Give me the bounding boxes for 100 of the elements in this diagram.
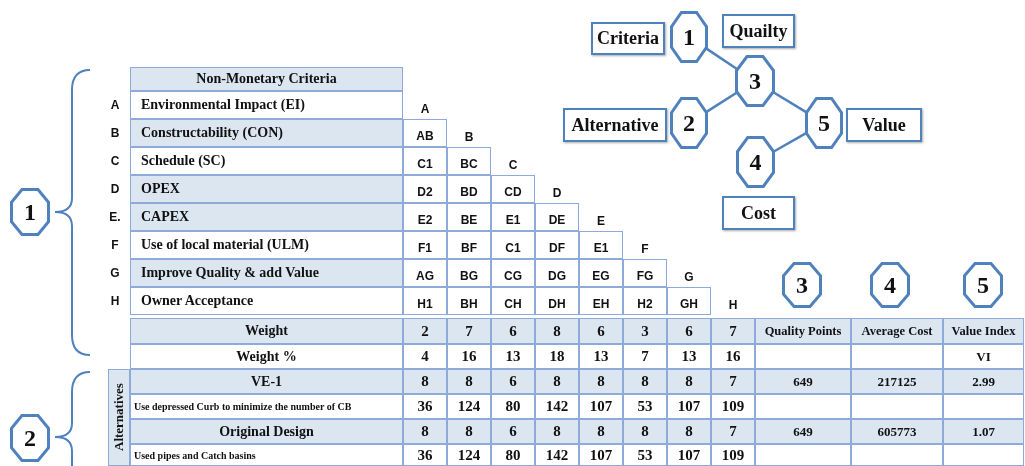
table-cell: FG	[623, 259, 667, 287]
side-header-cell: Alternatives	[108, 369, 130, 466]
row-letter: C	[109, 153, 121, 170]
table-cell: EH	[579, 287, 623, 315]
octagon-badge	[10, 414, 50, 462]
table-cell: 7	[711, 369, 755, 394]
table-cell: BE	[447, 203, 491, 231]
badge-number: 1	[24, 198, 36, 226]
table-cell: DH	[535, 287, 579, 315]
table-cell: DG	[535, 259, 579, 287]
badge-number: 4	[749, 148, 762, 176]
table-cell: 2.99	[943, 369, 1024, 394]
table-cell: Quality Points	[755, 318, 851, 344]
row-letter: B	[109, 125, 121, 142]
table-cell: 53	[623, 444, 667, 466]
badge-number: 2	[683, 109, 695, 137]
table-cell: 107	[667, 444, 711, 466]
table-cell: Value Index	[943, 318, 1024, 344]
criterion-cell: Constructability (CON)	[130, 119, 403, 147]
table-cell: 107	[579, 444, 623, 466]
table-cell: 53	[623, 394, 667, 419]
badge-number: 1	[683, 23, 695, 51]
table-cell: 8	[403, 419, 447, 444]
table-cell: 4	[403, 344, 447, 369]
table-cell: F1	[403, 231, 447, 259]
table-cell: 124	[447, 394, 491, 419]
box-label: Alternative	[571, 114, 659, 136]
table-cell: 8	[623, 369, 667, 394]
table-cell: BG	[447, 259, 491, 287]
row-letter: G	[109, 265, 121, 282]
table-cell: 8	[403, 369, 447, 394]
table-cell: AG	[403, 259, 447, 287]
table-cell: 13	[667, 344, 711, 369]
table-cell: 13	[579, 344, 623, 369]
row-header-cell: VE-1	[130, 369, 403, 394]
criterion-cell: Owner Acceptance	[130, 287, 403, 315]
column-letter: F	[640, 241, 650, 258]
octagon-badge	[805, 97, 843, 149]
table-cell: 8	[579, 419, 623, 444]
table-cell: 124	[447, 444, 491, 466]
octagon-badge	[870, 262, 910, 308]
column-letter: E	[596, 213, 606, 230]
table-cell: E1	[491, 203, 535, 231]
table-cell: E1	[579, 231, 623, 259]
badge-number: 3	[749, 67, 761, 95]
table-cell: 109	[711, 394, 755, 419]
table-cell: BF	[447, 231, 491, 259]
table-cell: BC	[447, 147, 491, 175]
table-cell: 142	[535, 394, 579, 419]
connector-line	[772, 131, 808, 153]
badge-number: 2	[24, 424, 36, 452]
criterion-cell: Improve Quality & add Value	[130, 259, 403, 287]
row-header-cell: Used pipes and Catch basins	[130, 444, 403, 466]
connector-line	[772, 91, 808, 114]
row-letter: H	[109, 293, 121, 310]
table-cell: 80	[491, 394, 535, 419]
table-cell: C1	[491, 231, 535, 259]
table-cell: 8	[623, 419, 667, 444]
box-label: Value	[862, 114, 906, 136]
table-cell: 142	[535, 444, 579, 466]
table-cell: BD	[447, 175, 491, 203]
table-cell: 8	[667, 419, 711, 444]
table-cell: 8	[579, 369, 623, 394]
column-letter: A	[419, 101, 431, 118]
label-box	[563, 108, 667, 142]
table-cell: Average Cost	[851, 318, 943, 344]
table-cell: 2	[403, 318, 447, 344]
badge-number: 5	[977, 271, 989, 299]
table-cell: E2	[403, 203, 447, 231]
table-cell: 16	[447, 344, 491, 369]
table-cell: 7	[623, 344, 667, 369]
label-box	[591, 22, 665, 55]
column-letter: C	[507, 157, 519, 174]
table-cell: 8	[535, 318, 579, 344]
badge-number: 3	[796, 271, 808, 299]
table-cell: 8	[535, 419, 579, 444]
row-letter: E.	[108, 209, 122, 226]
table-cell: 6	[491, 419, 535, 444]
table-cell: C1	[403, 147, 447, 175]
table-cell: 649	[755, 369, 851, 394]
table-cell: 6	[491, 369, 535, 394]
table-cell: DF	[535, 231, 579, 259]
table-cell: 7	[711, 419, 755, 444]
connector-line	[705, 47, 738, 70]
box-label: Criteria	[597, 28, 659, 49]
table-cell: 8	[447, 369, 491, 394]
octagon-badge	[670, 11, 708, 63]
row-header-cell: Weight	[130, 318, 403, 344]
table-cell: 80	[491, 444, 535, 466]
octagon-badge	[963, 262, 1003, 308]
table-cell: 18	[535, 344, 579, 369]
header-cell: Non-Monetary Criteria	[130, 67, 403, 91]
table-cell: 107	[579, 394, 623, 419]
row-header-cell: Original Design	[130, 419, 403, 444]
table-cell: D2	[403, 175, 447, 203]
table-cell: VI	[943, 344, 1024, 369]
column-letter: B	[463, 129, 475, 146]
table-cell: GH	[667, 287, 711, 315]
table-cell: 8	[447, 419, 491, 444]
criterion-cell: Schedule (SC)	[130, 147, 403, 175]
